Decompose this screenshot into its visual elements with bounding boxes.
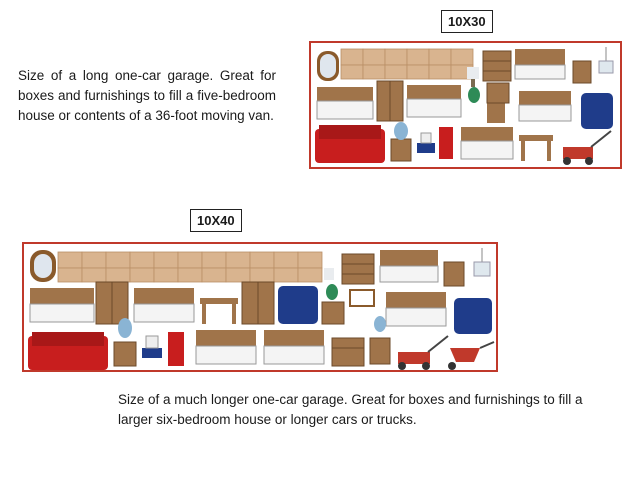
lawn-mower-icon (398, 335, 449, 370)
bed-icon (29, 288, 95, 323)
bed-icon (518, 91, 572, 122)
vase-icon (326, 284, 338, 300)
table-lamp-icon (118, 318, 132, 338)
picture-frame-icon (349, 289, 375, 307)
wardrobe-icon (376, 80, 404, 122)
armchair-icon (581, 93, 613, 129)
bed-icon (316, 87, 374, 120)
desk-icon (519, 135, 553, 161)
cabinet-icon (321, 301, 345, 325)
armchair-icon (278, 286, 318, 324)
unit-10x30-illustration (309, 41, 622, 169)
sofa-icon (315, 125, 385, 163)
vase-icon (468, 87, 480, 103)
unit-10x30-description: Size of a long one-car garage. Great for… (18, 68, 276, 123)
nightstand-icon (572, 60, 592, 84)
bed-icon (263, 330, 325, 365)
lawn-mower-icon (563, 130, 612, 165)
stool-icon (417, 132, 435, 153)
pendant-lamp-icon (598, 47, 614, 74)
unit-10x40-label: 10X40 (190, 209, 242, 232)
sofa-icon (28, 332, 108, 370)
bed-icon (514, 49, 566, 80)
lamp-icon (324, 268, 334, 280)
bed-icon (460, 127, 514, 160)
mirror-icon (317, 51, 339, 81)
mirror-icon (30, 250, 56, 282)
dresser-icon (331, 337, 365, 367)
wheelbarrow-icon (448, 341, 495, 370)
nightstand-icon (390, 138, 412, 162)
table-lamp-icon (394, 122, 408, 140)
desk-icon (200, 298, 238, 324)
dining-chair-icon (168, 332, 184, 366)
stool-icon (142, 335, 162, 358)
bed-icon (195, 330, 257, 365)
bed-icon (406, 85, 462, 118)
dining-chair-icon (439, 127, 453, 159)
unit-10x30-label: 10X30 (441, 10, 493, 33)
lamp-icon (467, 67, 479, 87)
pendant-lamp-icon (473, 248, 491, 277)
table-lamp-icon (374, 316, 386, 332)
nightstand-icon (443, 261, 465, 287)
nightstand-icon (369, 337, 391, 365)
cabinet-icon (486, 82, 510, 104)
boxes-icon (340, 48, 474, 80)
unit-10x40-description: Size of a much longer one-car garage. Gr… (118, 392, 583, 427)
dresser-icon (341, 253, 375, 285)
boxes-icon (57, 251, 323, 283)
furniture-layout-10x40 (28, 248, 495, 370)
wardrobe-icon (95, 281, 129, 325)
chair-icon (487, 103, 505, 123)
bed-icon (385, 292, 447, 327)
bed-icon (379, 250, 439, 283)
furniture-layout-10x30 (315, 47, 614, 165)
bed-icon (133, 288, 195, 323)
unit-10x40-illustration (22, 242, 498, 372)
dresser-icon (482, 50, 512, 82)
nightstand-icon (113, 341, 137, 367)
armchair-icon (454, 298, 492, 334)
wardrobe-icon (241, 281, 275, 325)
